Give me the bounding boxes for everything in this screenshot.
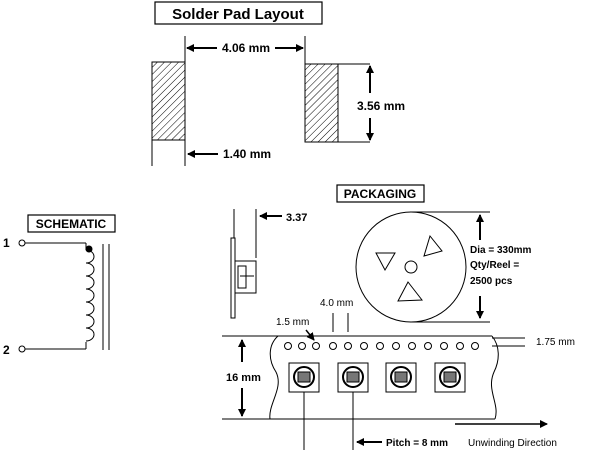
solder-pad-section: Solder Pad Layout 4.06 mm 3.56 mm 1.40 m… bbox=[151, 1, 405, 166]
unwinding-label: Unwinding Direction bbox=[468, 438, 557, 449]
sprocket-hole bbox=[284, 342, 292, 350]
hole-dia-label: 1.5 mm bbox=[276, 317, 309, 328]
reel-hub bbox=[404, 260, 418, 274]
reel-dia-label: Dia = 330mm bbox=[470, 245, 532, 256]
schematic-title-box bbox=[27, 214, 116, 233]
part-marking bbox=[297, 371, 311, 383]
hole-dia-arrow bbox=[305, 329, 315, 341]
tape-torn-end bbox=[490, 335, 499, 420]
pin-1-terminal bbox=[18, 239, 26, 247]
sprocket-hole bbox=[312, 342, 320, 350]
part-detail bbox=[237, 265, 247, 289]
pocket bbox=[385, 362, 417, 393]
sprocket-hole bbox=[456, 342, 464, 350]
part-marking bbox=[346, 371, 360, 383]
tape-pockets bbox=[288, 362, 466, 393]
sprocket-hole bbox=[408, 342, 416, 350]
reel-window bbox=[397, 281, 423, 302]
pitch-label: Pitch = 8 mm bbox=[386, 438, 448, 449]
qty-label-line1: Qty/Reel = bbox=[470, 260, 519, 271]
sprocket-holes bbox=[284, 342, 479, 350]
qty-label-line2: 2500 pcs bbox=[470, 276, 513, 287]
pin-1-label: 1 bbox=[3, 236, 10, 250]
tape-torn-end bbox=[269, 335, 279, 420]
polarity-dot bbox=[85, 245, 93, 253]
packaging-section: PACKAGING 3.37 Dia = 330mm Qty/Reel = 25… bbox=[222, 184, 575, 450]
sprocket-hole bbox=[376, 342, 384, 350]
solder-pad-title-box bbox=[154, 1, 323, 25]
pocket bbox=[337, 362, 369, 393]
sprocket-hole bbox=[440, 342, 448, 350]
pad-height-label: 3.56 mm bbox=[357, 99, 405, 113]
sprocket-hole bbox=[329, 342, 337, 350]
schematic-title: SCHEMATIC bbox=[36, 217, 107, 231]
packaging-title: PACKAGING bbox=[344, 187, 416, 201]
right-pad bbox=[304, 63, 339, 143]
inductor-coil bbox=[85, 249, 95, 342]
part-marking bbox=[394, 371, 408, 383]
sprocket-hole bbox=[360, 342, 368, 350]
sprocket-hole bbox=[392, 342, 400, 350]
sprocket-hole bbox=[424, 342, 432, 350]
tape-width-label: 16 mm bbox=[226, 372, 261, 384]
tape-side-view bbox=[230, 237, 236, 319]
pin-2-terminal bbox=[18, 345, 26, 353]
pocket bbox=[288, 362, 320, 393]
part-marking bbox=[443, 371, 457, 383]
reel-window bbox=[375, 252, 396, 272]
packaging-title-box bbox=[336, 184, 425, 203]
sprocket-hole bbox=[471, 342, 479, 350]
pin-2-label: 2 bbox=[3, 343, 10, 357]
pad-width-label: 1.40 mm bbox=[223, 147, 271, 161]
solder-pad-title: Solder Pad Layout bbox=[172, 6, 304, 23]
pocket bbox=[434, 362, 466, 393]
hole-offset-label: 1.75 mm bbox=[536, 337, 575, 348]
pad-spacing-label: 4.06 mm bbox=[222, 41, 270, 55]
part-height-label: 3.37 bbox=[286, 212, 307, 224]
reel-window bbox=[423, 234, 443, 257]
left-pad bbox=[151, 61, 186, 141]
sprocket-hole bbox=[344, 342, 352, 350]
sprocket-hole bbox=[298, 342, 306, 350]
schematic-section: SCHEMATIC 1 2 bbox=[3, 214, 116, 357]
hole-pitch-label: 4.0 mm bbox=[320, 298, 353, 309]
